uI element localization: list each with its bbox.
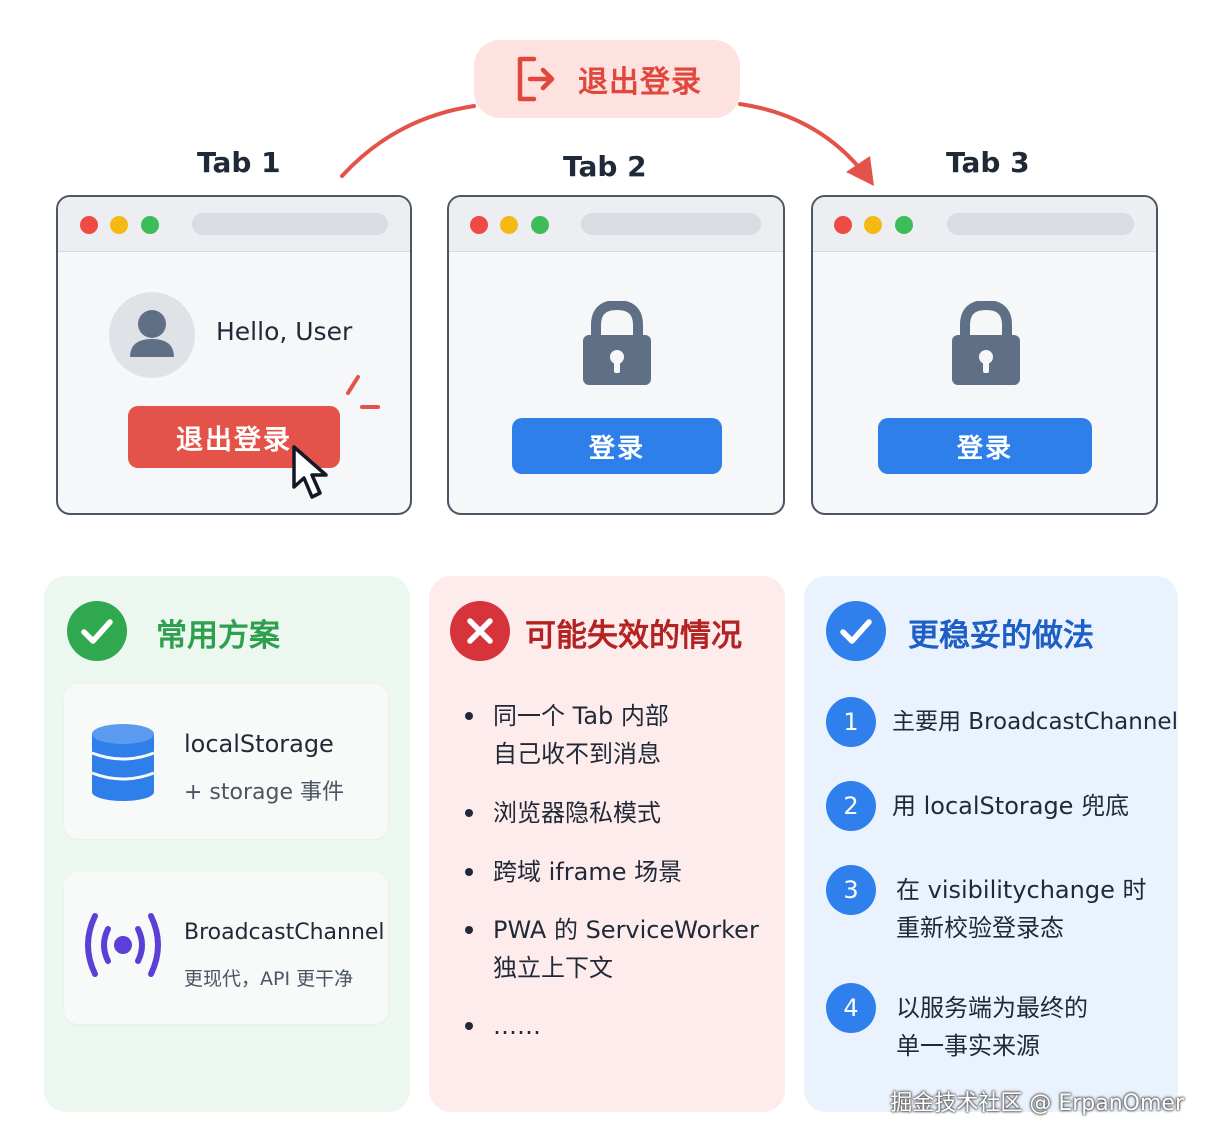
common-solutions-title: 常用方案 bbox=[156, 618, 280, 654]
lock-icon bbox=[952, 301, 1020, 385]
failure-item-line: …… bbox=[493, 1012, 541, 1040]
address-bar[interactable] bbox=[581, 213, 761, 235]
avatar-icon bbox=[109, 292, 195, 378]
error-x-icon bbox=[450, 601, 510, 661]
step-line: 以服务端为最终的 bbox=[896, 994, 1088, 1022]
failure-cases-title: 可能失效的情况 bbox=[525, 618, 742, 654]
failure-item-line: 浏览器隐私模式 bbox=[493, 799, 661, 827]
localstorage-card: localStorage + storage 事件 bbox=[64, 684, 388, 839]
close-dot[interactable] bbox=[834, 216, 852, 234]
failure-item: …… bbox=[465, 1007, 775, 1045]
logout-event-pill: 退出登录 bbox=[474, 40, 740, 118]
broadcastchannel-title: BroadcastChannel bbox=[184, 920, 385, 945]
step-line: 单一事实来源 bbox=[896, 1032, 1040, 1060]
maximize-dot[interactable] bbox=[141, 216, 159, 234]
check-circle-icon bbox=[826, 601, 886, 661]
login-button[interactable]: 登录 bbox=[878, 418, 1092, 474]
step-number-badge: 1 bbox=[826, 697, 876, 747]
failure-item-line: 同一个 Tab 内部 bbox=[493, 702, 669, 730]
bullet-dot bbox=[465, 1022, 473, 1030]
better-approach-title: 更稳妥的做法 bbox=[908, 618, 1094, 654]
failure-item: 同一个 Tab 内部 自己收不到消息 bbox=[465, 697, 775, 773]
logout-icon bbox=[517, 56, 555, 102]
failure-item-line: PWA 的 ServiceWorker bbox=[493, 916, 759, 944]
close-dot[interactable] bbox=[80, 216, 98, 234]
database-icon bbox=[91, 724, 155, 801]
failure-item-line: 自己收不到消息 bbox=[493, 740, 661, 768]
bullet-dot bbox=[465, 868, 473, 876]
minimize-dot[interactable] bbox=[864, 216, 882, 234]
failure-item: PWA 的 ServiceWorker 独立上下文 bbox=[465, 911, 781, 987]
maximize-dot[interactable] bbox=[531, 216, 549, 234]
better-approach-panel: 更稳妥的做法 1 主要用 BroadcastChannel 2 用 localS… bbox=[804, 576, 1178, 1112]
broadcastchannel-card: BroadcastChannel 更现代，API 更干净 bbox=[64, 872, 388, 1024]
step-number-badge: 2 bbox=[826, 781, 876, 831]
mouse-cursor-icon bbox=[292, 445, 328, 499]
step-text: 在 visibilitychange 时 重新校验登录态 bbox=[896, 871, 1176, 947]
minimize-dot[interactable] bbox=[110, 216, 128, 234]
broadcast-icon bbox=[85, 913, 161, 977]
browser-toolbar bbox=[813, 197, 1156, 252]
address-bar[interactable] bbox=[192, 213, 388, 235]
failure-item-line: 跨域 iframe 场景 bbox=[493, 858, 683, 886]
failure-item: 浏览器隐私模式 bbox=[465, 794, 775, 832]
failure-item: 跨域 iframe 场景 bbox=[465, 853, 775, 891]
watermark: 掘金技术社区 @ ErpanOmer bbox=[890, 1091, 1184, 1116]
tab-1-title: Tab 1 bbox=[197, 146, 281, 179]
logout-pill-label: 退出登录 bbox=[578, 65, 702, 100]
click-spark-icon bbox=[346, 375, 380, 409]
browser-window-tab-2: 登录 bbox=[447, 195, 785, 515]
failure-item-line: 独立上下文 bbox=[493, 954, 613, 982]
check-circle-icon bbox=[67, 601, 127, 661]
lock-icon bbox=[583, 301, 651, 385]
browser-toolbar bbox=[58, 197, 410, 252]
bullet-dot bbox=[465, 809, 473, 817]
step-number-badge: 4 bbox=[826, 983, 876, 1033]
step-text: 用 localStorage 兜底 bbox=[892, 787, 1176, 825]
login-button[interactable]: 登录 bbox=[512, 418, 722, 474]
common-solutions-panel: 常用方案 localStorage + storage 事件 Broadcast… bbox=[44, 576, 410, 1112]
browser-window-tab-3: 登录 bbox=[811, 195, 1158, 515]
step-text: 主要用 BroadcastChannel bbox=[892, 703, 1178, 741]
address-bar[interactable] bbox=[947, 213, 1134, 235]
bullet-dot bbox=[465, 712, 473, 720]
minimize-dot[interactable] bbox=[500, 216, 518, 234]
browser-window-tab-1: Hello, User 退出登录 bbox=[56, 195, 412, 515]
localstorage-subtitle: + storage 事件 bbox=[184, 780, 344, 805]
failure-cases-panel: 可能失效的情况 同一个 Tab 内部 自己收不到消息 浏览器隐私模式 跨域 if… bbox=[429, 576, 785, 1112]
step-line: 用 localStorage 兜底 bbox=[892, 792, 1130, 820]
step-line: 主要用 BroadcastChannel bbox=[892, 709, 1178, 735]
bullet-dot bbox=[465, 926, 473, 934]
tab-3-title: Tab 3 bbox=[946, 146, 1030, 179]
localstorage-title: localStorage bbox=[184, 730, 334, 758]
tab-2-title: Tab 2 bbox=[563, 150, 647, 183]
logout-broadcast-arrow bbox=[340, 102, 874, 186]
close-dot[interactable] bbox=[470, 216, 488, 234]
maximize-dot[interactable] bbox=[895, 216, 913, 234]
step-number-badge: 3 bbox=[826, 865, 876, 915]
greeting-text: Hello, User bbox=[216, 317, 353, 346]
step-line: 在 visibilitychange 时 bbox=[896, 876, 1147, 904]
browser-toolbar bbox=[449, 197, 783, 252]
broadcastchannel-subtitle: 更现代，API 更干净 bbox=[184, 968, 354, 990]
step-text: 以服务端为最终的 单一事实来源 bbox=[896, 989, 1176, 1065]
step-line: 重新校验登录态 bbox=[896, 914, 1064, 942]
